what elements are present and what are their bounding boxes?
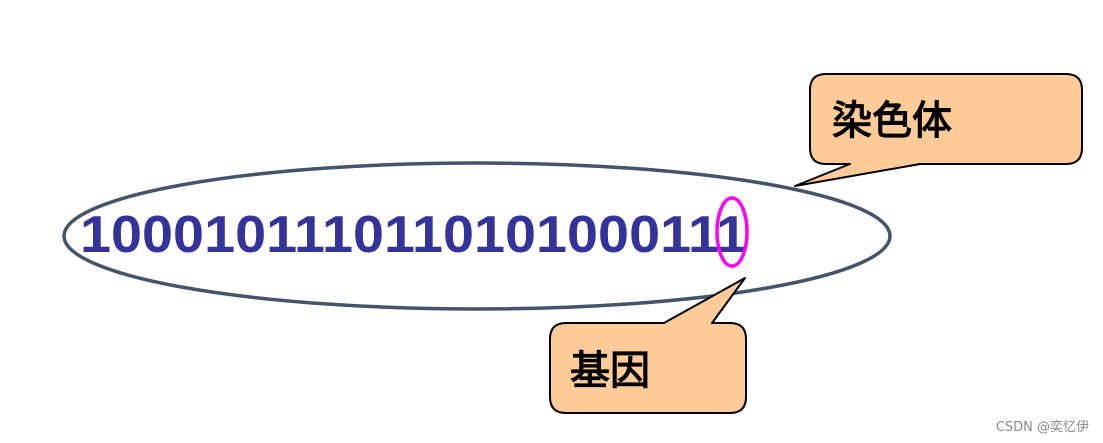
watermark: CSDN @奕忆伊 xyxy=(995,420,1089,435)
binary-sequence: 1000101110110101000111 xyxy=(80,206,747,264)
chromosome-callout: 染色体 xyxy=(794,73,1083,187)
gene-label: 基因 xyxy=(570,348,650,394)
chromosome-ellipse xyxy=(62,161,892,311)
chromosome-label: 染色体 xyxy=(832,98,952,144)
gene-callout: 基因 xyxy=(549,277,747,414)
gene-highlight-ring xyxy=(715,196,749,268)
